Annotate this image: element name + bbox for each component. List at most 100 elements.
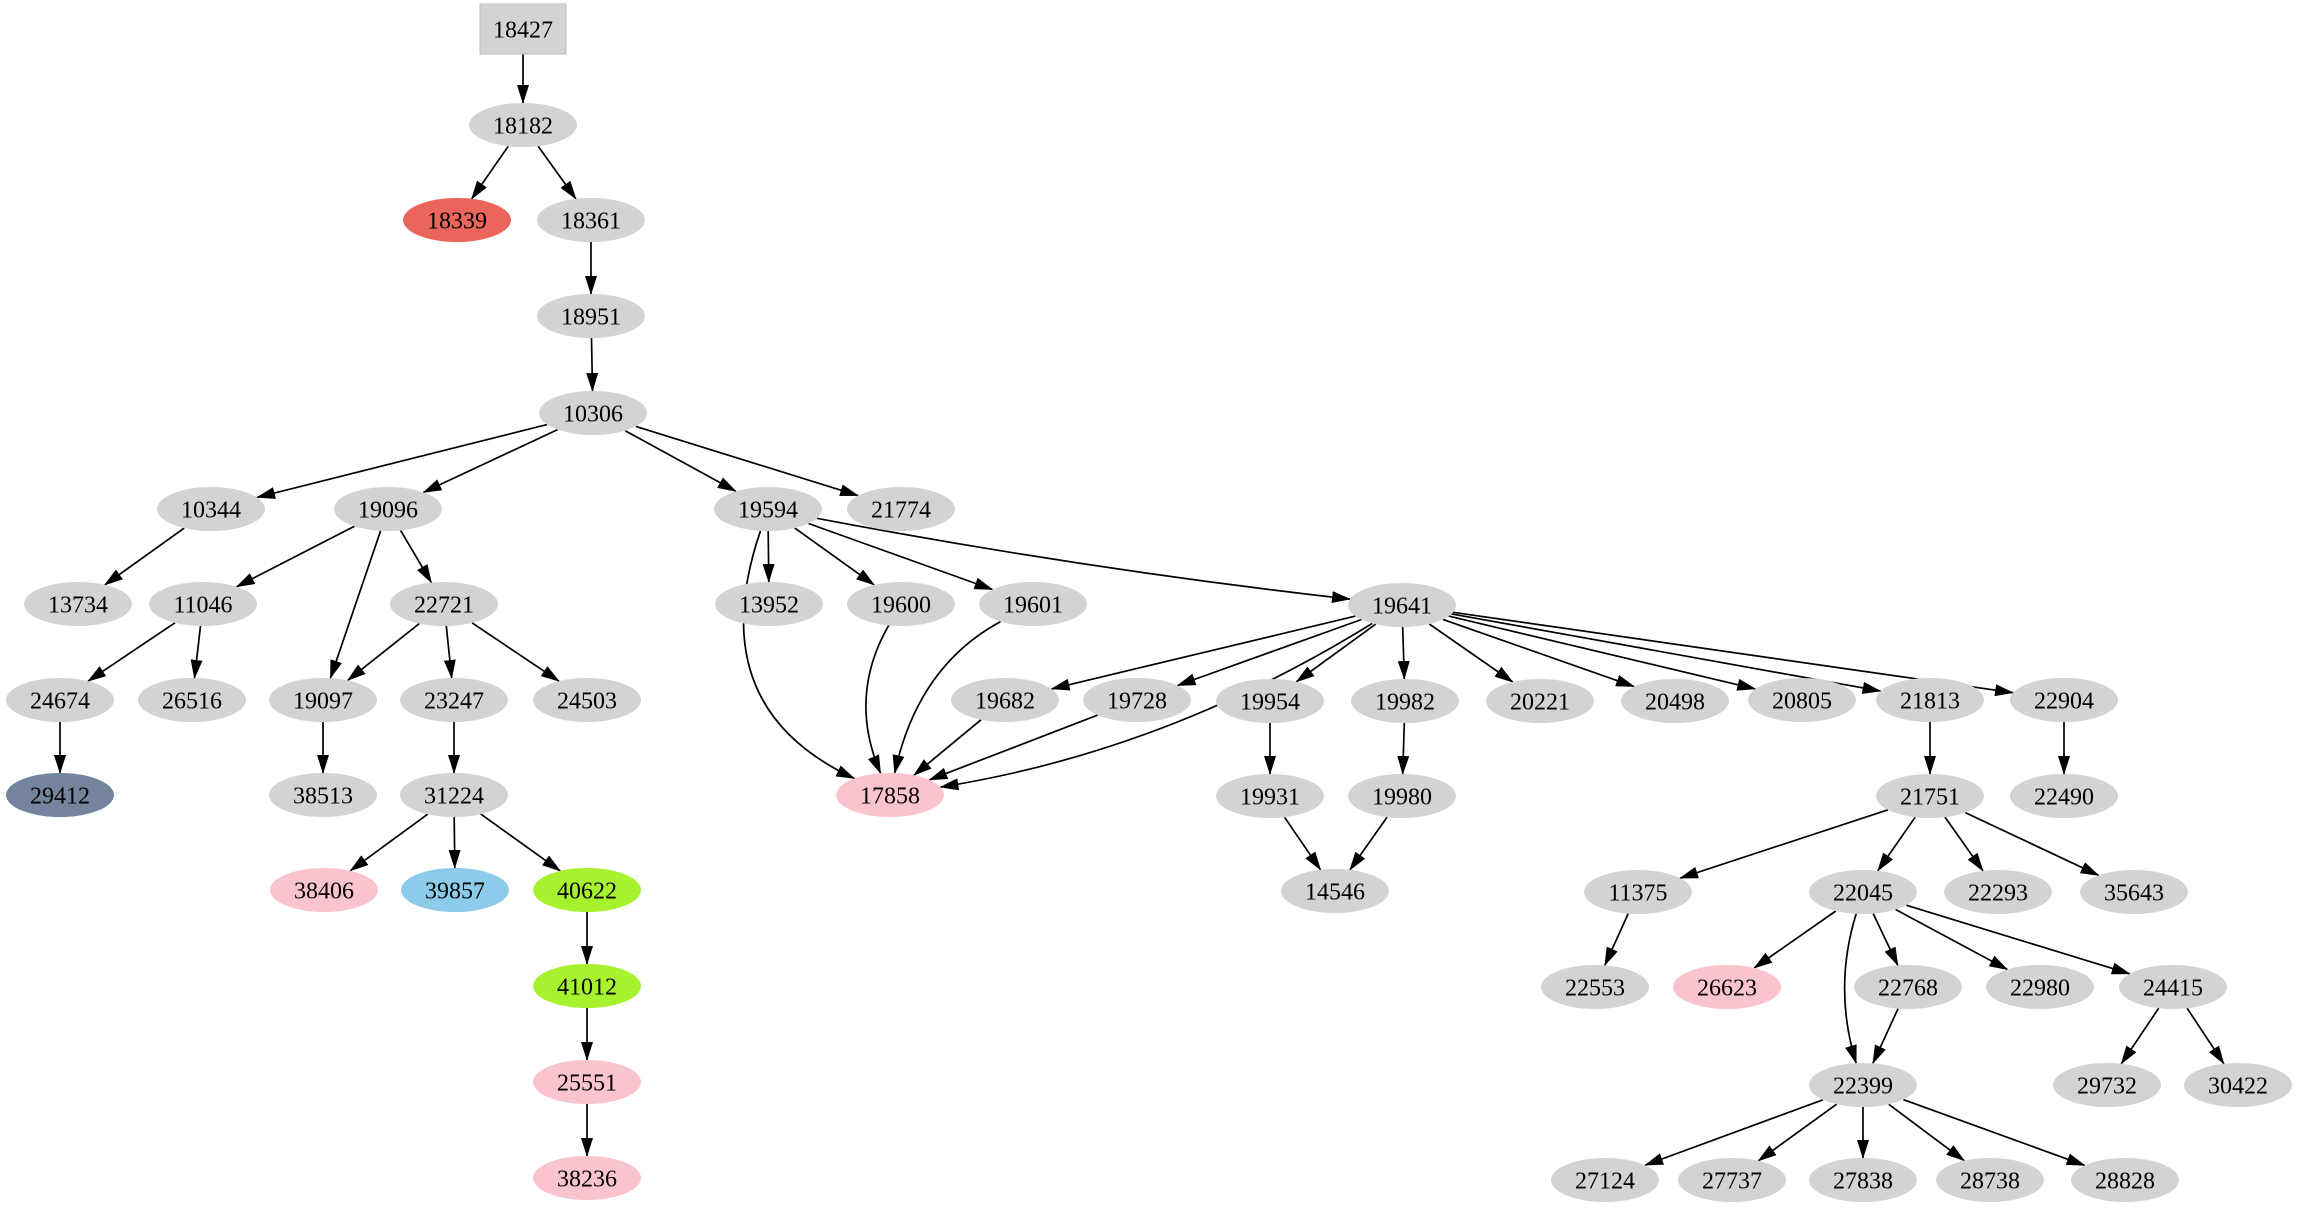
node-shape-ellipse bbox=[1551, 1158, 1659, 1202]
node-shape-ellipse bbox=[1281, 869, 1389, 913]
node-shape-ellipse bbox=[269, 678, 377, 722]
node-label: 40622 bbox=[557, 879, 617, 905]
graph-node-29412: 29412 bbox=[6, 773, 114, 817]
node-label: 18182 bbox=[493, 114, 553, 140]
node-shape-ellipse bbox=[979, 582, 1087, 626]
node-label: 19982 bbox=[1375, 690, 1435, 716]
node-shape-ellipse bbox=[1876, 678, 1984, 722]
edge-22045-26623 bbox=[1753, 910, 1837, 969]
node-label: 21813 bbox=[1900, 689, 1960, 715]
graph-node-23247: 23247 bbox=[400, 678, 508, 722]
node-label: 18339 bbox=[427, 209, 487, 235]
node-label: 11375 bbox=[1608, 881, 1667, 907]
graph-node-25551: 25551 bbox=[533, 1060, 641, 1104]
edge-10306-21774 bbox=[635, 425, 860, 497]
edge-31224-40622 bbox=[480, 813, 562, 872]
edge-18182-18339 bbox=[471, 145, 509, 200]
node-shape-ellipse bbox=[2010, 774, 2118, 818]
edge-19096-11046 bbox=[235, 525, 355, 588]
node-shape-ellipse bbox=[2184, 1063, 2292, 1107]
edge-19641-19982 bbox=[1397, 626, 1410, 680]
node-label: 30422 bbox=[2208, 1074, 2268, 1100]
edge-22399-28738 bbox=[1888, 1103, 1966, 1162]
node-label: 26623 bbox=[1697, 976, 1757, 1002]
edges-layer bbox=[54, 54, 2225, 1167]
edge-19641-19728 bbox=[1176, 618, 1362, 687]
graph-node-18361: 18361 bbox=[537, 198, 645, 242]
graph-node-21774: 21774 bbox=[847, 487, 955, 531]
graph-node-29732: 29732 bbox=[2053, 1063, 2161, 1107]
node-shape-ellipse bbox=[1936, 1158, 2044, 1202]
graph-node-18427: 18427 bbox=[479, 3, 567, 55]
node-shape-ellipse bbox=[1348, 583, 1456, 627]
node-label: 19682 bbox=[975, 689, 1035, 715]
graph-node-19982: 19982 bbox=[1351, 679, 1459, 723]
node-shape-ellipse bbox=[24, 582, 132, 626]
edge-22721-23247 bbox=[443, 625, 456, 679]
graph-node-26516: 26516 bbox=[138, 678, 246, 722]
graph-node-38513: 38513 bbox=[269, 773, 377, 817]
edge-22399-28828 bbox=[1903, 1098, 2086, 1167]
node-shape-ellipse bbox=[1678, 1158, 1786, 1202]
node-label: 24503 bbox=[557, 689, 617, 715]
edge-10306-19594 bbox=[624, 429, 737, 493]
node-shape-ellipse bbox=[847, 582, 955, 626]
edge-21751-11375 bbox=[1679, 808, 1889, 880]
graph-node-11375: 11375 bbox=[1584, 870, 1692, 914]
node-shape-ellipse bbox=[1809, 1063, 1917, 1107]
node-shape-ellipse bbox=[1876, 774, 1984, 818]
node-label: 20221 bbox=[1510, 690, 1570, 716]
graph-node-38406: 38406 bbox=[270, 868, 378, 912]
node-label: 10306 bbox=[563, 402, 623, 428]
node-label: 35643 bbox=[2104, 881, 2164, 907]
node-label: 22721 bbox=[414, 593, 474, 619]
edge-18951-10306 bbox=[586, 337, 599, 392]
node-shape-ellipse bbox=[2010, 678, 2118, 722]
node-shape-ellipse bbox=[138, 678, 246, 722]
edge-19931-14546 bbox=[1283, 816, 1322, 871]
node-shape-ellipse bbox=[1748, 678, 1856, 722]
node-shape-ellipse bbox=[401, 868, 509, 912]
node-shape-ellipse bbox=[469, 103, 577, 147]
node-label: 14546 bbox=[1305, 880, 1365, 906]
node-shape-ellipse bbox=[390, 582, 498, 626]
node-label: 17858 bbox=[860, 784, 920, 810]
edge-19728-17858 bbox=[928, 714, 1099, 781]
edge-22045-22399 bbox=[1843, 913, 1858, 1065]
node-shape-ellipse bbox=[2071, 1158, 2179, 1202]
graph-node-14546: 14546 bbox=[1281, 869, 1389, 913]
edge-24415-30422 bbox=[2186, 1007, 2225, 1065]
node-shape-ellipse bbox=[1621, 679, 1729, 723]
node-label: 19594 bbox=[738, 498, 798, 524]
node-label: 22045 bbox=[1833, 881, 1893, 907]
graph-node-38236: 38236 bbox=[533, 1156, 641, 1200]
graph-node-31224: 31224 bbox=[400, 773, 508, 817]
edge-19641-20221 bbox=[1428, 623, 1514, 683]
graph-node-22721: 22721 bbox=[390, 582, 498, 626]
edge-19594-19601 bbox=[808, 522, 994, 591]
graph-node-19728: 19728 bbox=[1083, 678, 1191, 722]
node-shape-ellipse bbox=[1673, 965, 1781, 1009]
node-shape-ellipse bbox=[2080, 870, 2188, 914]
edge-22045-22768 bbox=[1872, 913, 1899, 967]
graph-node-20498: 20498 bbox=[1621, 679, 1729, 723]
graph-node-22904: 22904 bbox=[2010, 678, 2118, 722]
edge-19594-17858 bbox=[742, 530, 856, 780]
node-shape-ellipse bbox=[6, 773, 114, 817]
node-shape-ellipse bbox=[1351, 679, 1459, 723]
node-label: 24415 bbox=[2143, 976, 2203, 1002]
graph-node-28828: 28828 bbox=[2071, 1158, 2179, 1202]
node-shape-ellipse bbox=[533, 678, 641, 722]
graph-node-19980: 19980 bbox=[1348, 774, 1456, 818]
node-label: 19096 bbox=[358, 498, 418, 524]
edge-22768-22399 bbox=[1872, 1008, 1899, 1065]
edge-22721-19097 bbox=[346, 622, 420, 682]
edge-22045-22980 bbox=[1895, 908, 2009, 971]
node-label: 22293 bbox=[1968, 881, 2028, 907]
edge-19641-17858 bbox=[939, 622, 1373, 791]
edge-11375-22553 bbox=[1604, 913, 1629, 967]
edge-10344-13734 bbox=[103, 527, 185, 586]
node-label: 39857 bbox=[425, 879, 485, 905]
node-label: 19954 bbox=[1240, 690, 1300, 716]
